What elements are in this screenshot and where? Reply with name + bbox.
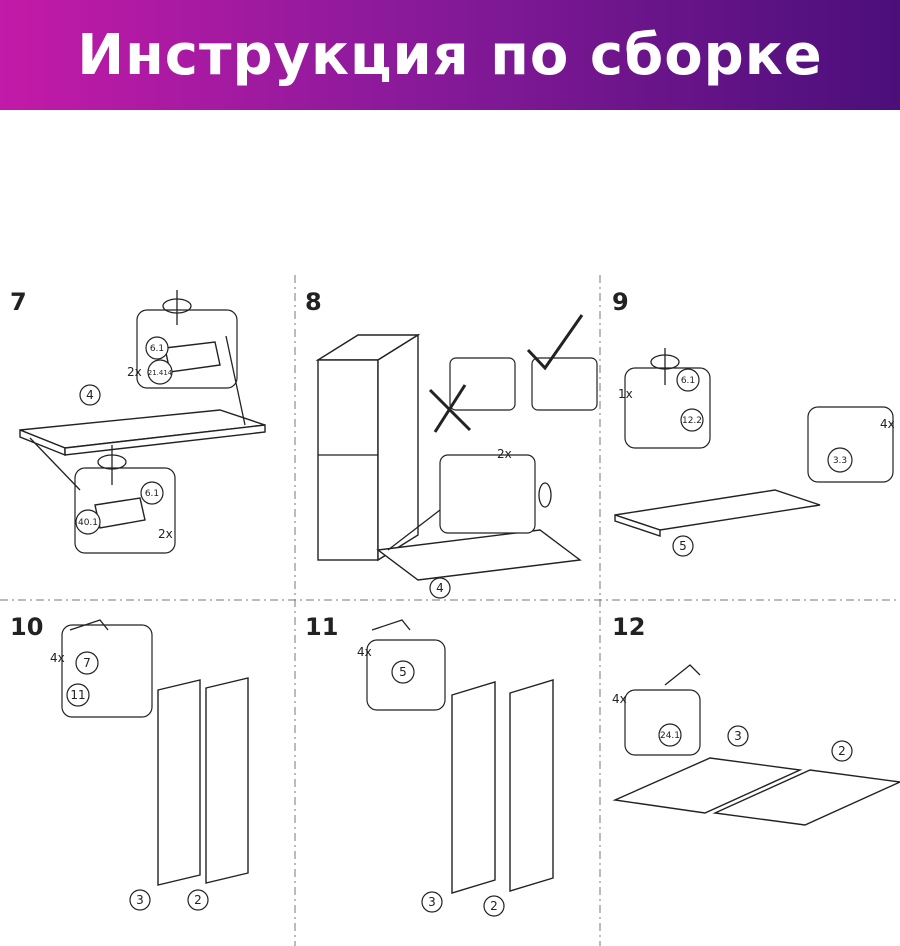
part-callout	[672, 535, 694, 557]
step-number: 12	[612, 613, 645, 641]
svg-text:4: 4	[436, 581, 444, 595]
panel-2	[712, 769, 900, 826]
quantity-label: 1x	[618, 387, 633, 401]
quantity-label: 2x	[158, 527, 173, 541]
detail-box	[624, 689, 701, 756]
part-callout	[79, 384, 101, 406]
step-number: 7	[10, 288, 27, 316]
panel-4	[376, 529, 582, 581]
panel-3	[612, 757, 803, 814]
quantity-label: 4x	[880, 417, 895, 431]
detail-box-hinge	[439, 454, 536, 534]
svg-text:6.1: 6.1	[150, 344, 164, 354]
screwdriver-icon	[538, 482, 552, 508]
hammer-icon	[664, 664, 701, 686]
part-callout	[140, 481, 164, 505]
svg-text:24.1: 24.1	[660, 731, 680, 741]
step-8: 8 4 2x	[305, 288, 598, 599]
svg-text:12.2: 12.2	[682, 416, 702, 426]
header-banner: Инструкция по сборке	[0, 0, 900, 110]
step-9: 9 1x 6.1 12.2 4x 3.3 5	[612, 288, 895, 557]
quantity-label: 4x	[50, 651, 65, 665]
part-callout	[676, 368, 700, 392]
detail-box-correct	[531, 357, 598, 411]
part-callout	[129, 889, 151, 911]
part-callout	[429, 577, 451, 599]
part-callout	[483, 895, 505, 917]
part-callout	[831, 740, 853, 762]
svg-text:5: 5	[399, 665, 407, 679]
part-callout	[75, 509, 101, 535]
step-11: 11 4x 5 3 2	[305, 613, 554, 917]
quantity-label: 2x	[497, 447, 512, 461]
cabinet-body	[317, 359, 379, 561]
hammer-icon	[69, 619, 109, 631]
detail-box-wrong	[449, 357, 516, 411]
assembly-diagram: 7 6.1 21.414 2x 4 6.1 40.1 2x 8	[0, 275, 900, 946]
quantity-label: 2x	[127, 365, 142, 379]
step-number: 9	[612, 288, 629, 316]
svg-text:3: 3	[734, 729, 742, 743]
svg-text:11: 11	[70, 688, 85, 702]
step-number: 11	[305, 613, 338, 641]
page-title: Инструкция по сборке	[77, 22, 823, 88]
quantity-label: 4x	[612, 692, 627, 706]
part-callout	[421, 891, 443, 913]
part-callout	[187, 889, 209, 911]
svg-text:2: 2	[194, 893, 202, 907]
svg-text:2: 2	[490, 899, 498, 913]
svg-text:4: 4	[86, 388, 94, 402]
part-callout	[827, 447, 853, 473]
hammer-icon	[371, 619, 411, 631]
panel-3	[157, 679, 201, 886]
svg-text:6.1: 6.1	[145, 489, 159, 499]
svg-text:3: 3	[428, 895, 436, 909]
quantity-label: 4x	[357, 645, 372, 659]
step-12: 12 4x 24.1 3 2	[612, 613, 900, 826]
panel-2	[205, 677, 249, 884]
svg-text:3: 3	[136, 893, 144, 907]
svg-text:6.1: 6.1	[681, 376, 695, 386]
panel-3	[451, 681, 496, 894]
part-callout	[391, 660, 415, 684]
step-number: 8	[305, 288, 322, 316]
step-number: 10	[10, 613, 43, 641]
svg-text:2: 2	[838, 744, 846, 758]
panel-5	[614, 489, 821, 531]
svg-text:40.1: 40.1	[78, 518, 98, 528]
checkmark-icon	[526, 314, 584, 371]
part-callout	[658, 723, 682, 747]
svg-text:7: 7	[83, 656, 91, 670]
svg-text:3.3: 3.3	[833, 456, 847, 466]
svg-text:5: 5	[679, 539, 687, 553]
svg-text:21.414: 21.414	[148, 369, 173, 377]
part-callout	[75, 651, 99, 675]
part-callout	[147, 359, 173, 385]
part-callout	[66, 683, 90, 707]
part-callout	[727, 725, 749, 747]
step-10: 10 4x 7 11 3 2	[10, 613, 249, 911]
step-7: 7 6.1 21.414 2x 4 6.1 40.1 2x	[10, 288, 266, 554]
cross-icon	[428, 384, 472, 433]
part-callout	[145, 336, 169, 360]
part-callout	[680, 408, 704, 432]
panel-2	[509, 679, 554, 892]
